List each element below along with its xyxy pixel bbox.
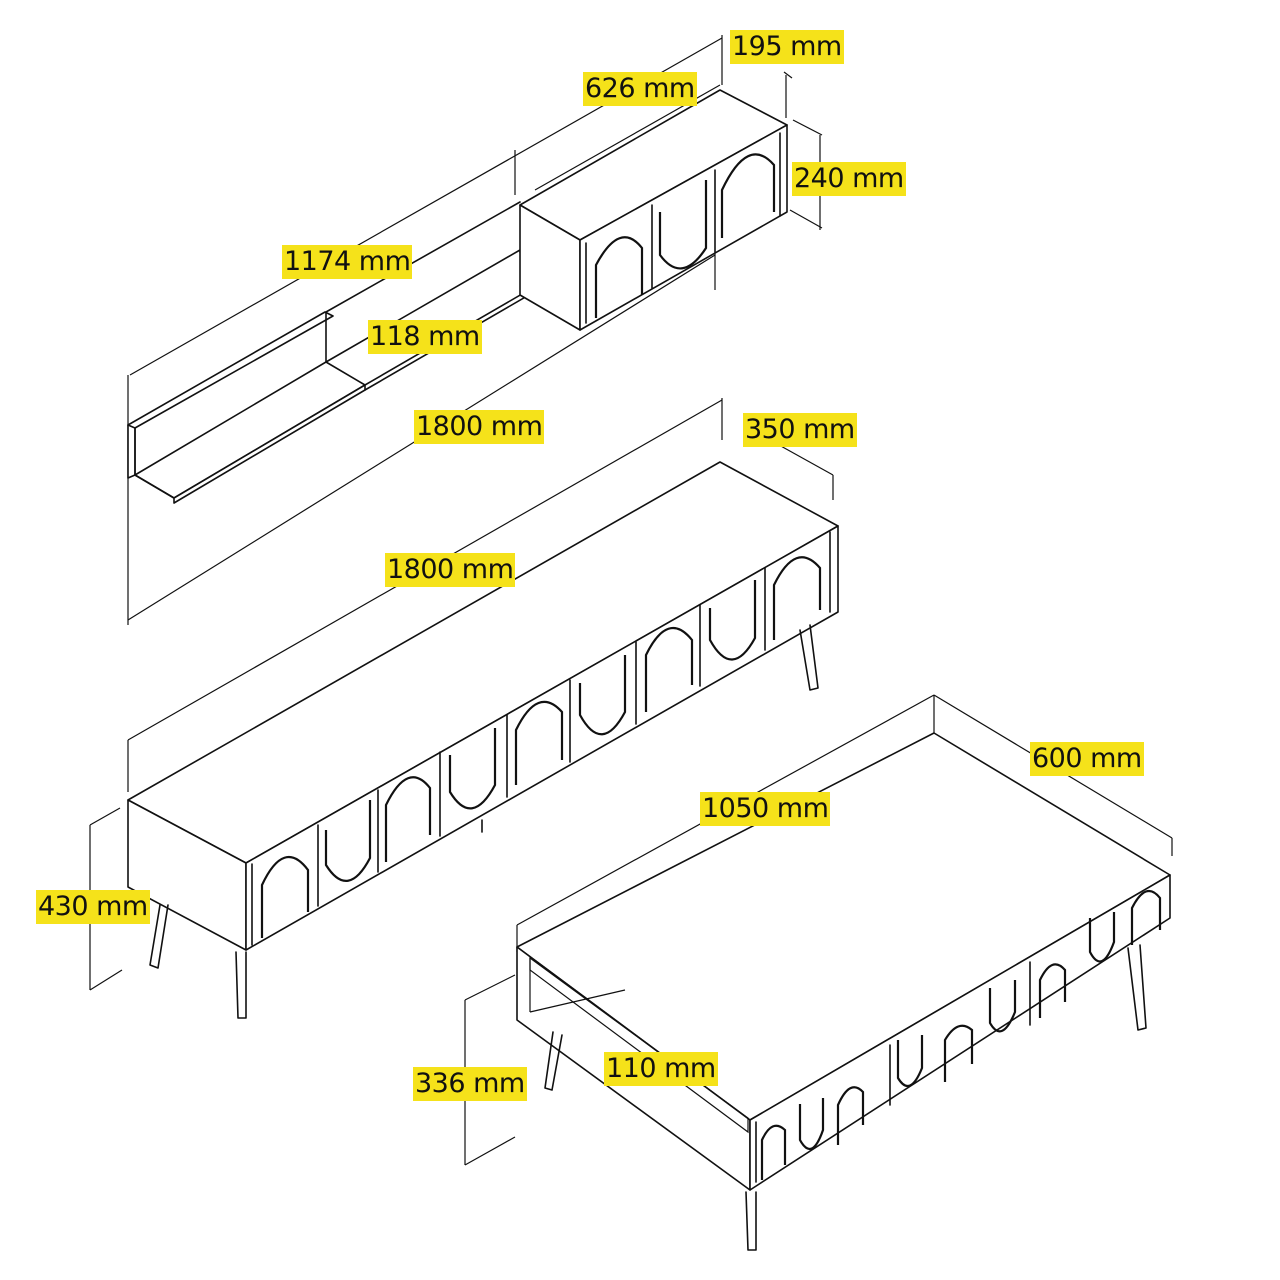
tv-stand-height-label: 430 mm — [36, 890, 150, 924]
tv-stand-drawing — [89, 398, 839, 1019]
wall-cabinet-width-label: 626 mm — [583, 72, 697, 106]
wall-shelf-width-label: 1174 mm — [282, 245, 413, 279]
wall-cabinet-height-label: 240 mm — [792, 162, 906, 196]
wall-unit-drawing — [127, 35, 823, 625]
wall-unit-total-width-label: 1800 mm — [414, 410, 545, 444]
coffee-table-shelf-height-label: 110 mm — [604, 1052, 718, 1086]
coffee-table-width-label: 1050 mm — [700, 792, 831, 826]
wall-shelf-depth-label: 118 mm — [368, 320, 482, 354]
coffee-table-drawing — [464, 694, 1173, 1251]
tv-stand-depth-label: 350 mm — [743, 413, 857, 447]
wall-unit-depth-label: 195 mm — [730, 30, 844, 64]
tv-stand-width-label: 1800 mm — [385, 553, 516, 587]
coffee-table-height-label: 336 mm — [413, 1067, 527, 1101]
coffee-table-depth-label: 600 mm — [1030, 742, 1144, 776]
